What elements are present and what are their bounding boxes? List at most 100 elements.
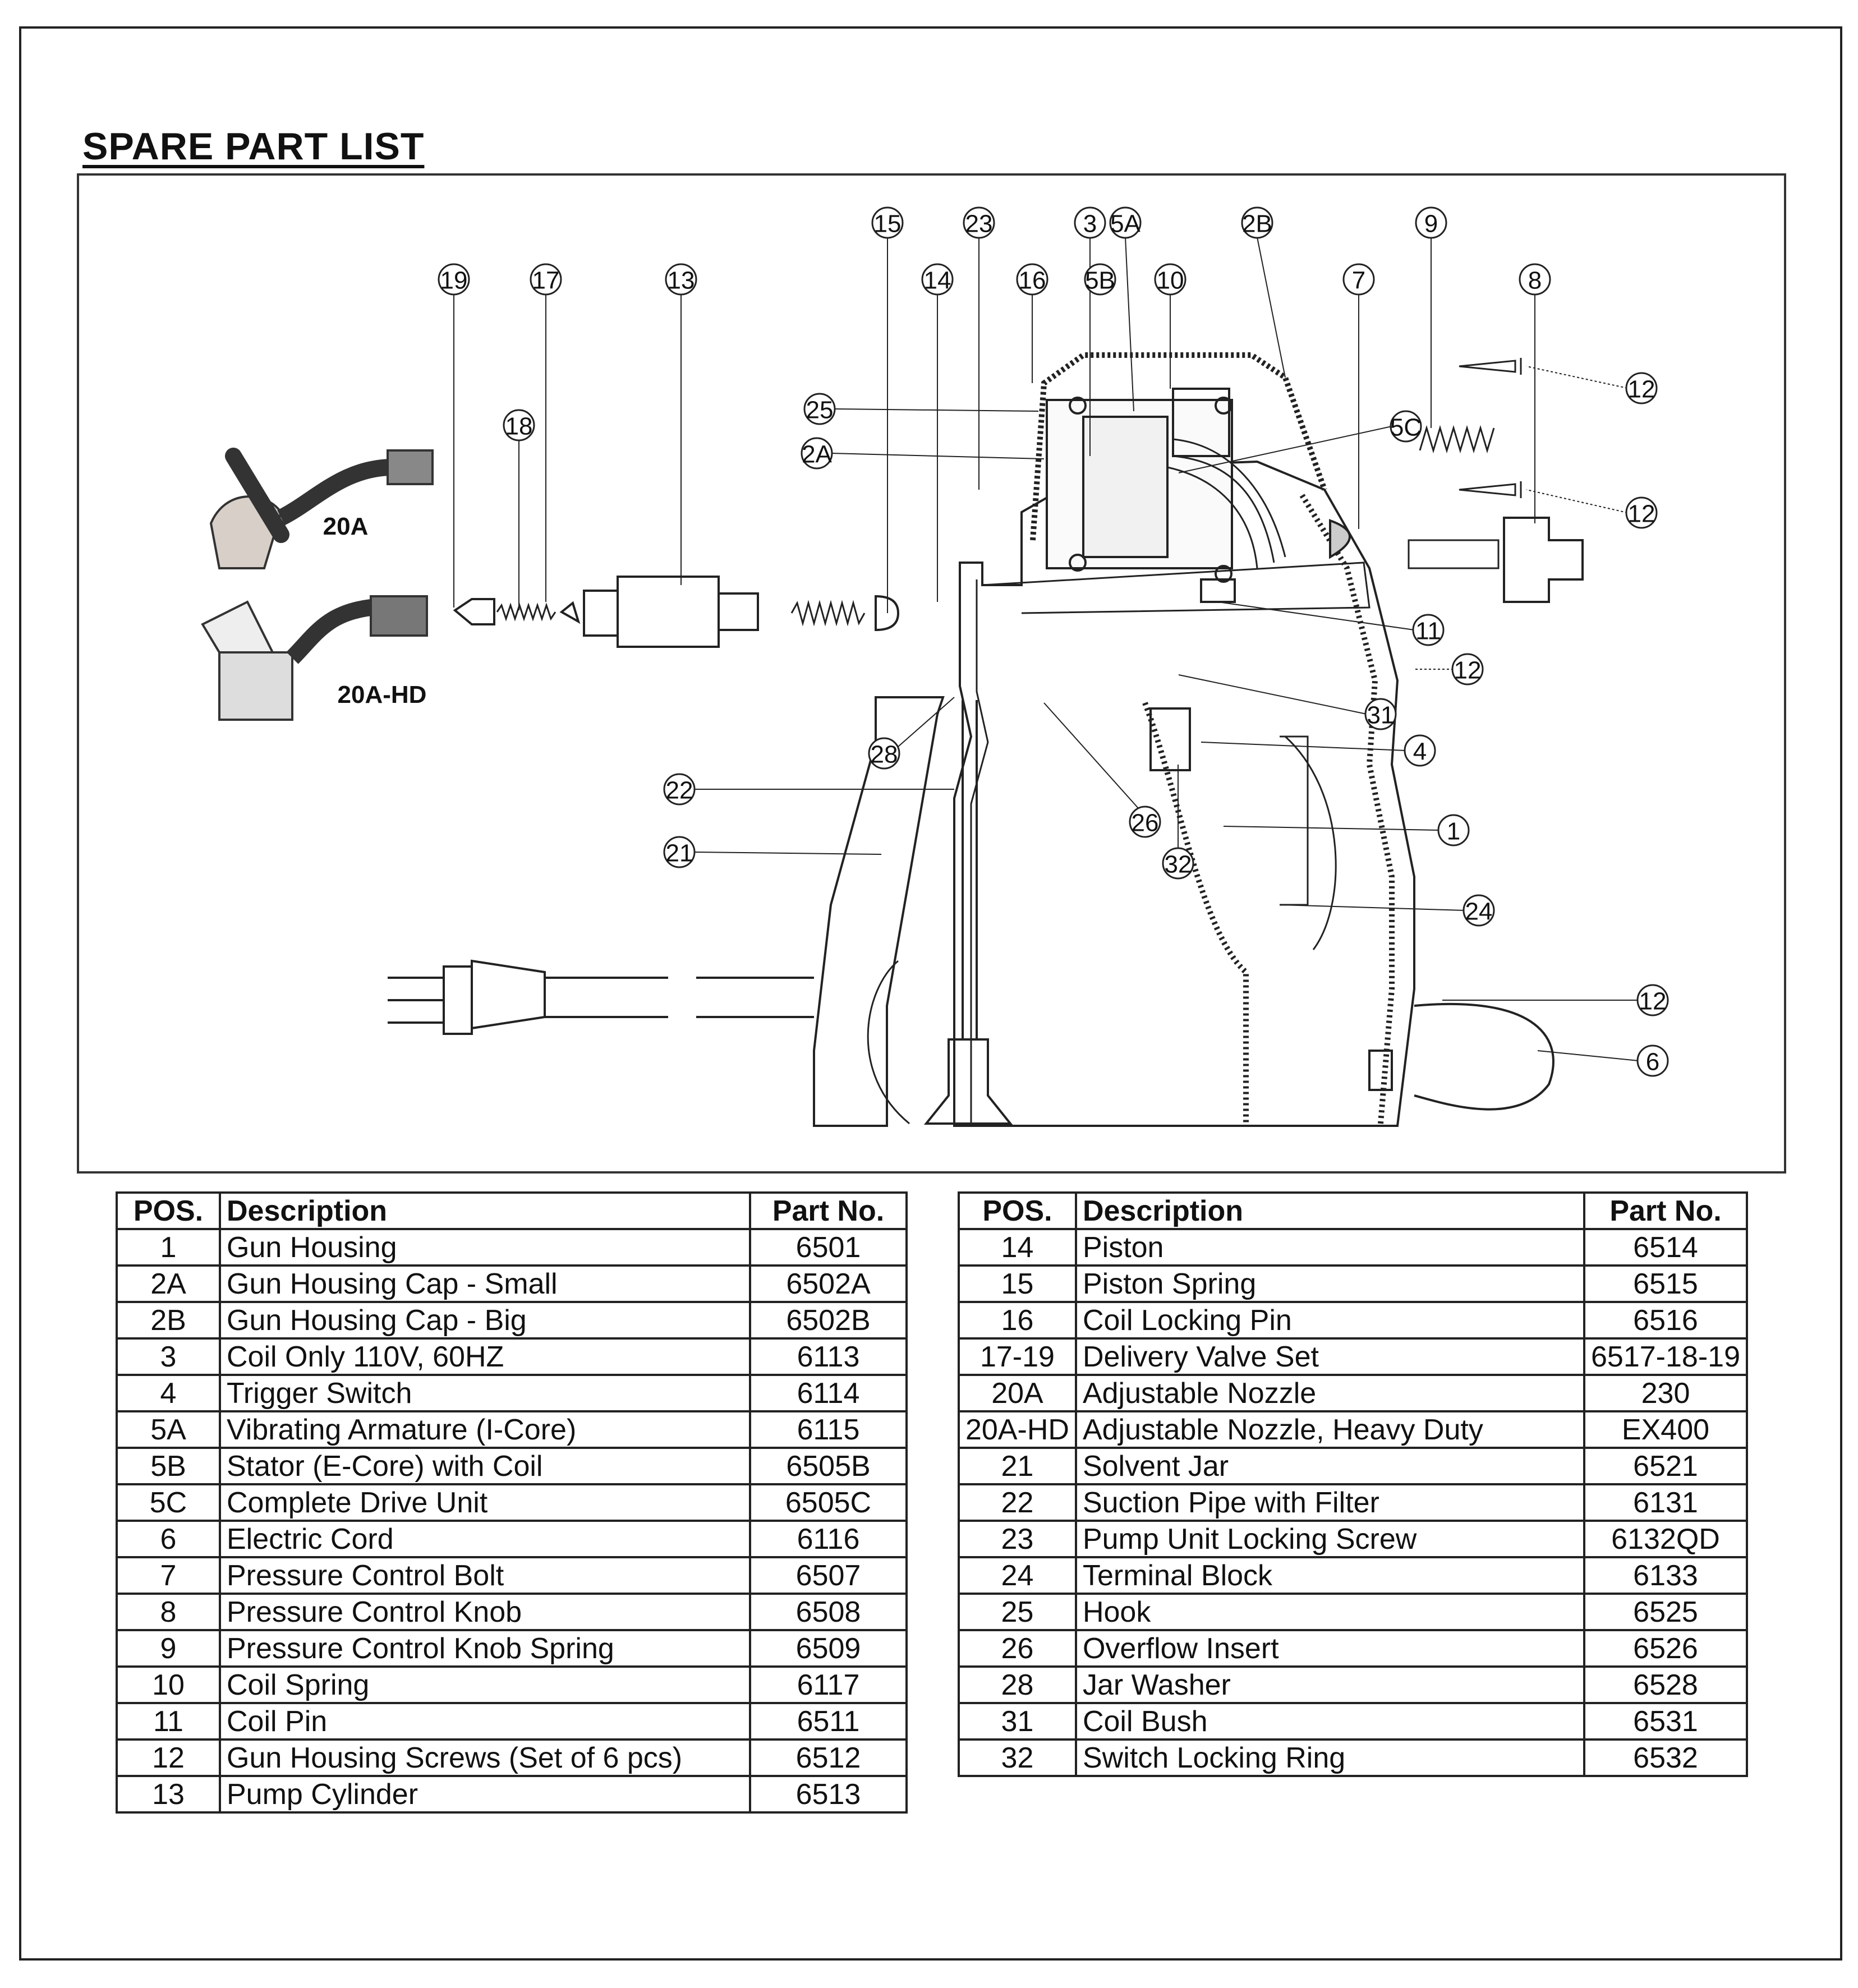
part-no-cell: 6505C [749,1483,908,1522]
part-no-cell: 6113 [749,1337,908,1376]
description-header: Description [219,1191,751,1230]
part-no-cell: 6517-18-19 [1583,1337,1748,1376]
piston-spring [790,600,866,627]
suction-pipe [923,700,1013,1125]
callout-5a: 5A [1109,206,1142,239]
description-cell: Piston [1074,1228,1586,1267]
description-cell: Piston Spring [1074,1264,1586,1303]
pos-cell: 23 [958,1520,1077,1558]
callout-12-c: 12 [1451,653,1484,685]
pos-cell: 32 [958,1738,1077,1777]
svg-text:12: 12 [1628,500,1655,528]
pos-cell: 20A [958,1374,1077,1412]
trigger-switch [1149,707,1191,771]
callout-10: 10 [1154,263,1186,296]
nozzle-label-20a: 20A [323,513,369,540]
svg-text:28: 28 [871,741,898,768]
spring-18 [496,602,557,622]
callout-4: 4 [1404,734,1436,767]
svg-text:31: 31 [1367,702,1395,729]
table-header-row: POS. Description Part No. [116,1191,908,1230]
part-no-cell: 6514 [1583,1228,1748,1267]
pos-cell: 25 [958,1593,1077,1631]
svg-text:5B: 5B [1085,267,1115,294]
pos-cell: 31 [958,1702,1077,1741]
description-cell: Vibrating Armature (I-Core) [219,1410,751,1449]
svg-text:3: 3 [1083,210,1097,238]
part-no-cell: 6131 [1583,1483,1748,1522]
page-frame [19,26,1842,1961]
description-cell: Coil Only 110V, 60HZ [219,1337,751,1376]
svg-text:4: 4 [1413,738,1427,766]
part-no-cell: 6508 [749,1593,908,1631]
description-cell: Electric Cord [219,1520,751,1558]
pos-cell: 15 [958,1264,1077,1303]
description-cell: Overflow Insert [1074,1629,1586,1668]
callout-12-d: 12 [1636,984,1669,1016]
pos-cell: 5A [116,1410,221,1449]
description-cell: Adjustable Nozzle [1074,1374,1586,1412]
part-no-cell: 6115 [749,1410,908,1449]
callout-7: 7 [1342,263,1375,296]
svg-text:21: 21 [666,840,693,867]
svg-text:7: 7 [1352,267,1365,294]
part-no-cell: 6505B [749,1447,908,1485]
description-cell: Stator (E-Core) with Coil [219,1447,751,1485]
pos-cell: 17-19 [958,1337,1077,1376]
part-no-cell: 6516 [1583,1301,1748,1340]
pos-cell: 12 [116,1738,221,1777]
part-no-cell: 6531 [1583,1702,1748,1741]
description-cell: Gun Housing Screws (Set of 6 pcs) [219,1738,751,1777]
spring-9 [1419,425,1495,454]
valve-17 [559,601,581,624]
part-no-cell: 6532 [1583,1738,1748,1777]
pos-cell: 6 [116,1520,221,1558]
nozzle-20a-hd [201,595,428,721]
part-no-cell: EX400 [1583,1410,1748,1449]
callout-15: 15 [871,206,904,239]
part-no-cell: 6509 [749,1629,908,1668]
svg-text:6: 6 [1646,1048,1659,1076]
description-cell: Gun Housing [219,1228,751,1267]
exploded-diagram: 19 17 13 18 15 14 23 16 3 5A 5B 10 2B 7 … [77,173,1786,1174]
svg-text:2A: 2A [802,441,832,468]
part-no-cell: 6512 [749,1738,908,1777]
part-no-cell: 6515 [1583,1264,1748,1303]
svg-text:23: 23 [965,210,993,238]
callout-14: 14 [921,263,954,296]
callout-2b: 2B [1241,206,1273,239]
part-no-cell: 6117 [749,1665,908,1704]
description-cell: Adjustable Nozzle, Heavy Duty [1074,1410,1586,1449]
pos-cell: 9 [116,1629,221,1668]
pump-cylinder [583,576,759,648]
solvent-jar [813,696,945,1127]
nozzle-20a [209,448,434,569]
callout-16: 16 [1016,263,1048,296]
description-cell: Suction Pipe with Filter [1074,1483,1586,1522]
pos-cell: 7 [116,1556,221,1595]
callout-12-a: 12 [1625,372,1658,404]
housing-cap-top [1030,352,1327,541]
part-no-cell: 6501 [749,1228,908,1267]
svg-text:32: 32 [1165,851,1192,878]
pos-cell: 26 [958,1629,1077,1668]
pos-cell: 22 [958,1483,1077,1522]
svg-text:25: 25 [806,397,834,424]
